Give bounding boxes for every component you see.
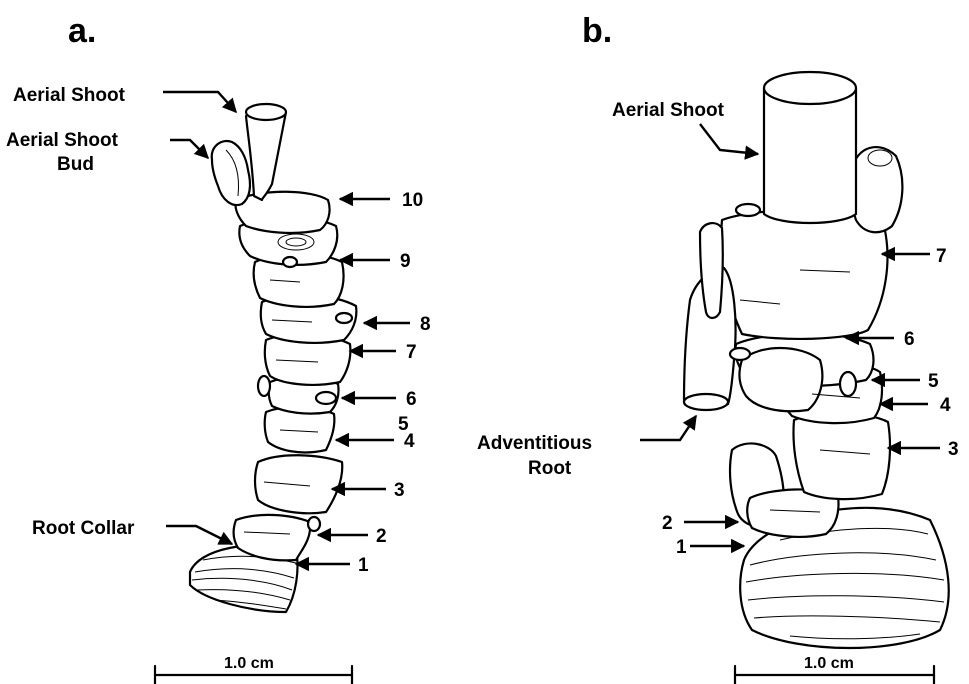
label-aerial-shoot-bud-a-line2: Bud bbox=[57, 154, 94, 175]
node-label-b-5: 5 bbox=[928, 371, 939, 392]
aerial-shoot-b bbox=[764, 88, 856, 223]
panel-b-letter: b. bbox=[582, 12, 612, 50]
arrow-root-collar-a bbox=[166, 526, 232, 544]
segment-a-9 bbox=[235, 192, 329, 233]
label-adventitious-root-b-line2: Root bbox=[528, 458, 572, 479]
node-label-a-10: 10 bbox=[402, 190, 423, 211]
aerial-shoot-bud-b bbox=[851, 147, 903, 232]
node-label-a-2: 2 bbox=[376, 526, 387, 547]
arrow-adventitious-root-b bbox=[640, 416, 696, 440]
label-aerial-shoot-a: Aerial Shoot bbox=[13, 85, 126, 106]
scale-bar-a-label: 1.0 cm bbox=[224, 655, 274, 672]
node-label-a-1: 1 bbox=[358, 555, 369, 576]
node-label-a-4: 4 bbox=[404, 431, 415, 452]
node-label-a-8: 8 bbox=[420, 314, 431, 335]
scale-bar-a: 1.0 cm bbox=[155, 655, 352, 684]
node-label-b-1: 1 bbox=[676, 537, 687, 558]
scale-bar-b-label: 1.0 cm bbox=[804, 655, 854, 672]
segment-b-3 bbox=[793, 413, 890, 499]
panel-a-letter: a. bbox=[68, 12, 96, 50]
node-label-a-7: 7 bbox=[406, 342, 417, 363]
label-aerial-shoot-b: Aerial Shoot bbox=[612, 100, 725, 121]
scale-bar-b: 1.0 cm bbox=[735, 655, 934, 684]
upper-body-b bbox=[721, 210, 887, 339]
segment-a-2 bbox=[255, 455, 342, 513]
node-label-b-3: 3 bbox=[948, 439, 959, 460]
arrow-aerial-shoot-a bbox=[163, 92, 236, 112]
arrow-aerial-shoot-bud-a bbox=[170, 140, 208, 158]
node-label-a-6: 6 bbox=[406, 389, 417, 410]
node-label-b-2: 2 bbox=[662, 513, 673, 534]
node-label-b-7: 7 bbox=[936, 246, 947, 267]
label-aerial-shoot-bud-a-line1: Aerial Shoot bbox=[6, 130, 119, 151]
node-label-a-9: 9 bbox=[400, 251, 411, 272]
arrow-aerial-shoot-b bbox=[700, 124, 758, 154]
aerial-shoot-bud-a bbox=[212, 141, 250, 205]
node-label-b-4: 4 bbox=[940, 395, 951, 416]
rhizome-b-drawing bbox=[684, 72, 949, 648]
label-adventitious-root-b-line1: Adventitious bbox=[477, 433, 592, 454]
node-label-b-6: 6 bbox=[904, 329, 915, 350]
node-label-a-3: 3 bbox=[394, 480, 405, 501]
panel-a: a. bbox=[6, 12, 431, 684]
aerial-shoot-a bbox=[246, 108, 286, 200]
panel-b: b. bbox=[477, 12, 959, 684]
label-root-collar-a: Root Collar bbox=[32, 518, 135, 539]
